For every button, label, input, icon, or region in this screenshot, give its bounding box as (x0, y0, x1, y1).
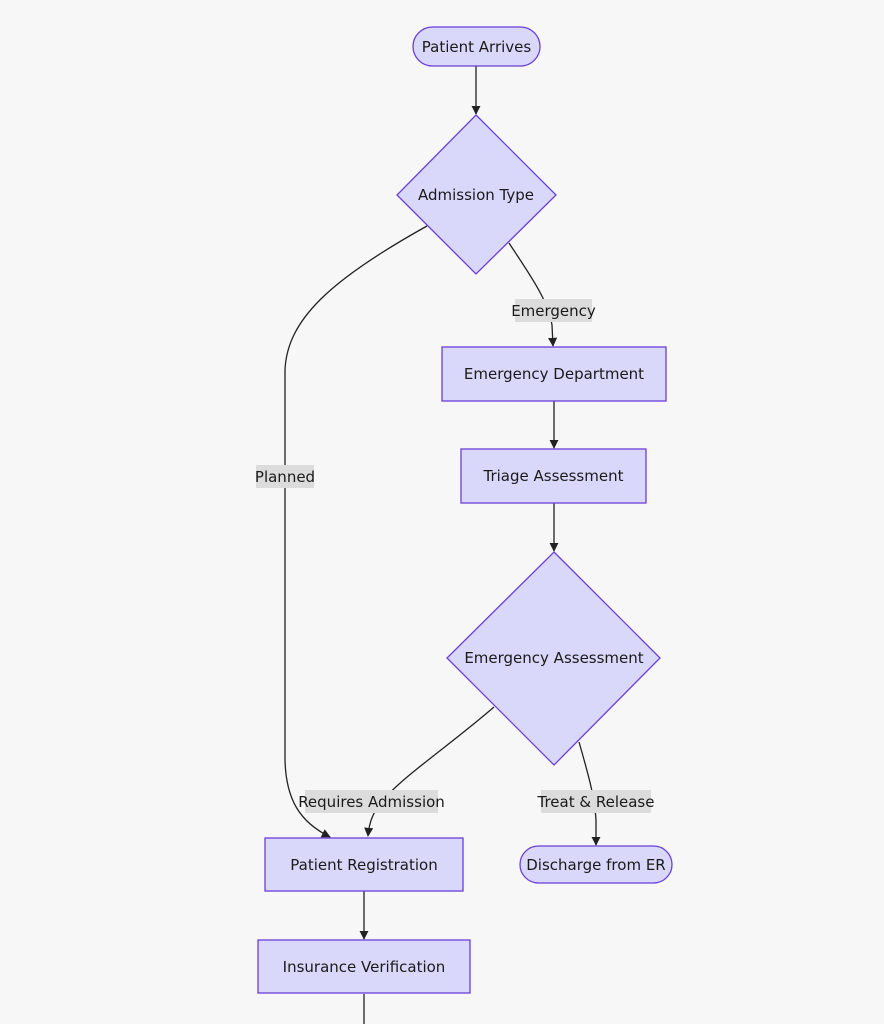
edge-label-requires-admission-text: Requires Admission (298, 793, 445, 811)
node-discharge-from-er-label: Discharge from ER (526, 856, 665, 874)
node-admission-type[interactable]: Admission Type (396, 114, 557, 275)
edge-admission-type-to-emergency-department (508, 242, 558, 347)
node-insurance-verification[interactable]: Insurance Verification (257, 939, 471, 994)
node-patient-registration-label: Patient Registration (290, 856, 437, 874)
node-patient-arrives-label: Patient Arrives (422, 38, 532, 56)
node-admission-type-label: Admission Type (418, 186, 534, 204)
node-emergency-department-label: Emergency Department (464, 365, 644, 383)
node-patient-arrives[interactable]: Patient Arrives (412, 26, 541, 67)
node-emergency-assessment[interactable]: Emergency Assessment (446, 551, 661, 766)
edge-label-planned-text: Planned (255, 468, 315, 486)
node-triage-assessment-label: Triage Assessment (483, 467, 624, 485)
node-discharge-from-er[interactable]: Discharge from ER (519, 845, 673, 884)
node-patient-registration[interactable]: Patient Registration (264, 837, 464, 892)
edge-label-requires-admission: Requires Admission (298, 790, 445, 813)
node-insurance-verification-label: Insurance Verification (283, 958, 446, 976)
edge-emergency-assessment-to-patient-registration (364, 706, 495, 837)
node-emergency-assessment-label: Emergency Assessment (464, 649, 643, 667)
edge-label-emergency-text: Emergency (511, 302, 596, 320)
edge-admission-type-to-patient-registration (284, 225, 428, 838)
edge-label-treat-release-text: Treat & Release (537, 793, 655, 811)
edge-label-treat-release: Treat & Release (537, 790, 655, 813)
edge-label-emergency: Emergency (511, 299, 596, 322)
node-emergency-department[interactable]: Emergency Department (441, 346, 667, 402)
edge-label-planned: Planned (255, 465, 315, 488)
node-triage-assessment[interactable]: Triage Assessment (460, 448, 647, 504)
